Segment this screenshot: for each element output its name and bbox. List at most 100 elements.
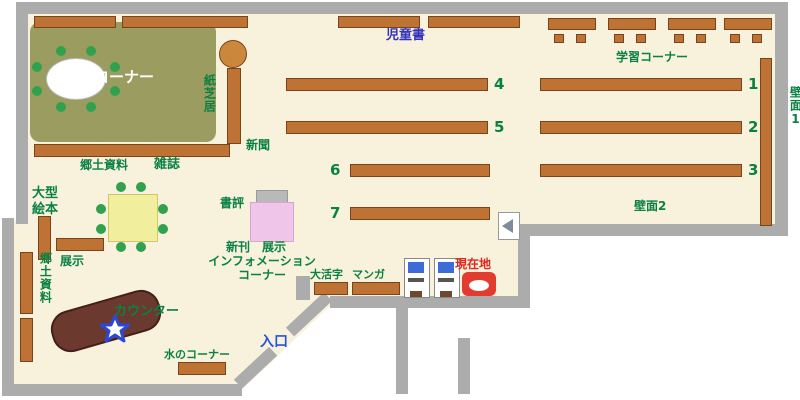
wall-top [28,2,788,14]
chair-dot [116,182,126,192]
display-left-label: 展示 [60,254,85,268]
shelf-manga [352,282,400,295]
wall-face-2-label: 壁面2 [634,199,667,213]
shelf-number-3: 3 [748,161,759,179]
new-books-display-table [250,202,294,242]
chair-dot [158,204,168,214]
manga-label: マンガ [352,268,385,281]
wall-bottom-right [518,224,788,236]
opac-terminal [434,258,460,298]
shelf-number-7: 7 [330,204,341,222]
study-desk [548,18,596,30]
newspaper-label: 新聞 [246,138,271,152]
shelf-row-7 [350,207,490,220]
shelf-row-6 [350,164,490,177]
shelf-number-2: 2 [748,118,759,136]
chair-dot [116,242,126,252]
study-chair [636,34,646,43]
chair-dot [96,204,106,214]
shelf-number-4: 4 [494,75,505,93]
study-desk [668,18,716,30]
chair-dot [56,102,66,112]
you-are-here-marker [462,272,496,296]
chair-dot [136,182,146,192]
chair-dot [32,62,42,72]
gate-symbol [498,212,520,240]
local-materials-left-label: 郷土資料 [38,252,53,304]
wall-mid-vertical [518,224,530,308]
study-chair [554,34,564,43]
shelf-top-3 [338,16,420,28]
shelf-row-5 [286,121,488,134]
study-chair [730,34,740,43]
wall-bottom [2,384,242,396]
chair-dot [110,86,120,96]
shelf-top-2 [122,16,248,28]
water-corner-label: 水のコーナー [164,348,230,361]
wall-center-bottom [330,296,530,308]
shelf-wall-1 [760,58,772,226]
counter-label: カウンター [114,304,180,319]
shelf-display-left [56,238,104,251]
opac-base [410,291,422,297]
shelf-kamishibai [227,68,241,144]
wall-left-upper [16,2,28,224]
study-chair [696,34,706,43]
kamishibai-table [219,40,247,68]
shelf-magazines [34,144,230,157]
magazines-label: 雑誌 [154,157,181,172]
picture-book-corner-label: 絵本コーナー [64,68,155,86]
entrance-label: 入口 [260,334,288,350]
chair-dot [32,86,42,96]
opac-slot [408,278,424,282]
chair-dot [56,46,66,56]
chair-dot [110,62,120,72]
shelf-number-5: 5 [494,118,505,136]
reading-table [108,194,158,242]
shelf-large-print [314,282,348,295]
shelf-row-4 [286,78,488,91]
wall-corridor-left [396,296,408,394]
shelf-row-3 [540,164,742,177]
opac-slot [438,278,454,282]
wall-left-lower [2,218,14,396]
chair-dot [158,224,168,234]
study-chair [674,34,684,43]
chair-dot [136,242,146,252]
shelf-local-materials-2 [20,318,33,362]
local-materials-top-label: 郷土資料 [80,158,129,172]
wall-pillar [296,276,310,300]
chair-dot [86,102,96,112]
shelf-row-2 [540,121,742,134]
new-books-label: 新刊 [226,240,251,254]
shelf-water-corner [178,362,226,375]
shelf-top-4 [428,16,520,28]
opac-screen [438,262,454,273]
display-center-label: 展示 [262,240,287,254]
information-corner-label: インフォメーション コーナー [208,254,316,283]
shelf-number-1: 1 [748,75,759,93]
shelf-large-picture-books [38,216,51,260]
you-are-here-label: 現在地 [455,257,492,271]
triangle-left-icon [502,219,513,233]
large-print-label: 大活字 [310,268,343,281]
shelf-top-1 [34,16,116,28]
book-reviews-label: 書評 [220,196,245,210]
study-desk [608,18,656,30]
shelf-number-6: 6 [330,161,341,179]
opac-terminal [404,258,430,298]
study-chair [752,34,762,43]
study-chair [614,34,624,43]
study-chair [576,34,586,43]
wall-face-1-label: 壁面1 [788,86,800,127]
chair-dot [96,224,106,234]
kamishibai-label: 紙芝居 [202,74,217,113]
children-books-label: 児童書 [386,28,426,43]
opac-screen [408,262,424,273]
wall-corridor-stub [458,338,470,394]
shelf-row-1 [540,78,742,91]
wall-right [775,2,788,236]
chair-dot [86,46,96,56]
large-picture-books-label: 大型 絵本 [32,186,59,217]
